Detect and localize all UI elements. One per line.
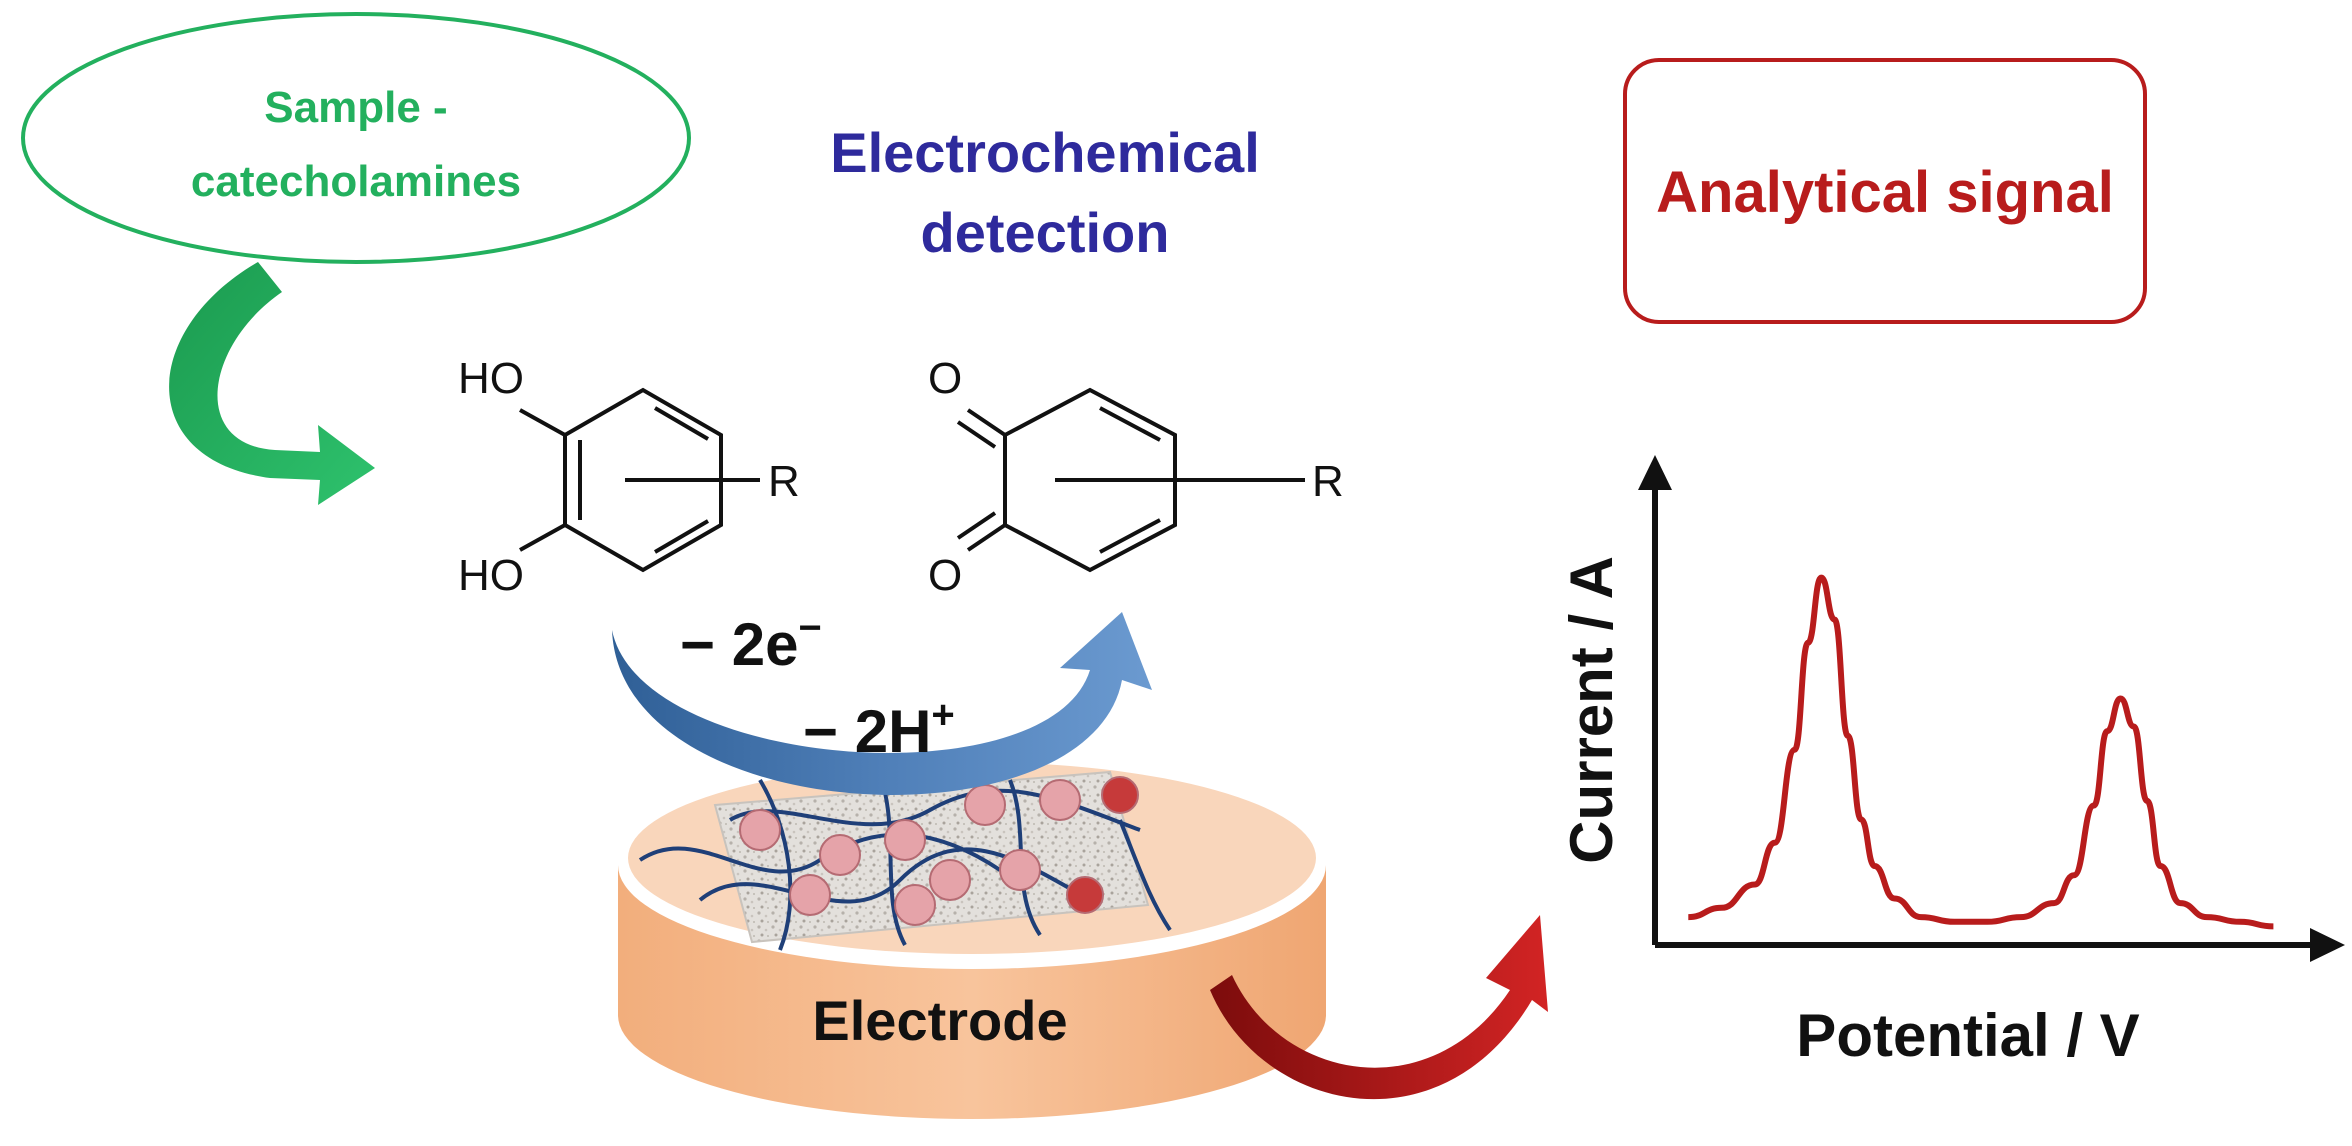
quinone-o-bottom: O (928, 551, 962, 600)
y-axis-label: Current / A (1558, 556, 1625, 864)
proton-loss-label: − 2H+ (803, 693, 955, 765)
red-curved-arrow (1210, 915, 1548, 1100)
sample-label-line1: Sample - (264, 83, 447, 132)
signal-box-border (1623, 58, 2147, 324)
sample-label-line2: catecholamines (191, 157, 521, 206)
voltammogram-plot: Current / A Potential / V (1558, 455, 2345, 1069)
reaction-arrow (612, 612, 1152, 795)
electrode-label: Electrode (812, 989, 1067, 1052)
analytical-signal-box: Analytical signal (1623, 58, 2147, 324)
y-axis-arrowhead (1638, 455, 1672, 490)
plot-series-group (1688, 574, 2274, 930)
x-axis-arrowhead (2310, 928, 2345, 962)
sample-bubble: Sample - catecholamines (21, 12, 691, 264)
nanocomposite-film (638, 759, 1172, 951)
quinone-molecule (956, 387, 1305, 573)
signal-label: Analytical signal (1656, 160, 2114, 225)
detection-title: Electrochemical detection (830, 121, 1260, 264)
green-curved-arrow (169, 262, 375, 505)
electron-loss-label: − 2e− (680, 606, 822, 678)
catechol-oh-bottom: HO (458, 551, 524, 600)
current-potential-curve (1688, 574, 2274, 930)
detection-label-line2: detection (921, 201, 1170, 264)
detection-label-line1: Electrochemical (830, 121, 1260, 184)
sample-ellipse (21, 12, 691, 264)
catechol-oh-top: HO (458, 354, 524, 403)
quinone-r: R (1312, 457, 1344, 506)
quinone-o-top: O (928, 354, 962, 403)
x-axis-label: Potential / V (1796, 1002, 2139, 1069)
catechol-molecule (519, 387, 760, 573)
catechol-r: R (768, 457, 800, 506)
